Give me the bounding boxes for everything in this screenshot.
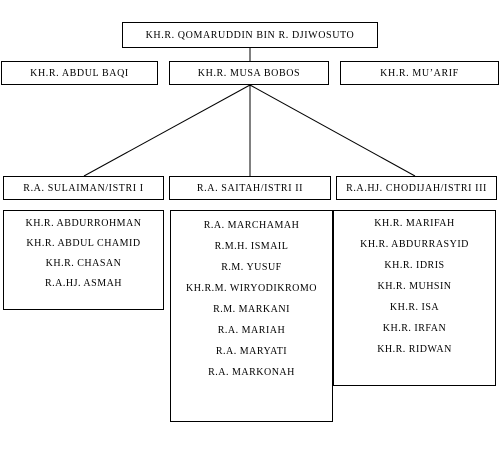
wife-3-children: KH.R. MARIFAH KH.R. ABDURRASYID KH.R. ID… bbox=[333, 210, 496, 386]
wife-label-1: R.A. SULAIMAN/ISTRI I bbox=[23, 182, 144, 194]
child-item: R.A. MARKONAH bbox=[208, 367, 295, 378]
connector-center-to-wife-1 bbox=[83, 84, 251, 177]
child-item: R.A. MARYATI bbox=[215, 346, 288, 357]
wife-2-children: R.A. MARCHAMAH R.M.H. ISMAIL R.M. YUSUF … bbox=[170, 210, 333, 422]
wife-label-3: R.A.HJ. CHODIJAH/ISTRI III bbox=[346, 182, 487, 194]
child-item: KH.R. ABDURRASYID bbox=[360, 239, 469, 250]
child-label-center: KH.R. MUSA BOBOS bbox=[197, 67, 301, 79]
child-item: KH.R. RIDWAN bbox=[377, 344, 452, 355]
child-item: KH.R. IDRIS bbox=[384, 260, 445, 271]
child-item: R.A.HJ. ASMAH bbox=[44, 278, 123, 289]
child-item: KH.R. ABDURROHMAN bbox=[25, 218, 142, 229]
child-item: R.M. MARKANI bbox=[213, 304, 290, 315]
child-item: KH.R. CHASAN bbox=[45, 258, 122, 269]
child-item: R.A. MARIAH bbox=[217, 325, 286, 336]
child-item: KH.R. IRFAN bbox=[382, 323, 447, 334]
child-item: R.M.H. ISMAIL bbox=[214, 241, 289, 252]
child-item: KH.R. MARIFAH bbox=[374, 218, 455, 229]
child-label-left: KH.R. ABDUL BAQI bbox=[30, 67, 129, 79]
child-item: KH.R. MUHSIN bbox=[377, 281, 452, 292]
wife-1-children: KH.R. ABDURROHMAN KH.R. ABDUL CHAMID KH.… bbox=[3, 210, 164, 310]
child-item: R.M. YUSUF bbox=[221, 262, 282, 273]
connector-center-to-wife-3 bbox=[249, 84, 416, 177]
wife-node-3: R.A.HJ. CHODIJAH/ISTRI III bbox=[336, 176, 497, 200]
child-node-center: KH.R. MUSA BOBOS bbox=[169, 61, 329, 85]
child-node-left: KH.R. ABDUL BAQI bbox=[1, 61, 158, 85]
child-label-right: KH.R. MU’ARIF bbox=[380, 67, 459, 79]
wife-node-2: R.A. SAITAH/ISTRI II bbox=[169, 176, 331, 200]
child-item: KH.R.M. WIRYODIKROMO bbox=[186, 283, 317, 294]
child-node-right: KH.R. MU’ARIF bbox=[340, 61, 499, 85]
root-label: KH.R. QOMARUDDIN BIN R. DJIWOSUTO bbox=[145, 29, 355, 41]
child-item: KH.R. ISA bbox=[389, 302, 440, 313]
wife-label-2: R.A. SAITAH/ISTRI II bbox=[196, 182, 304, 194]
child-item: KH.R. ABDUL CHAMID bbox=[26, 238, 141, 249]
child-item: R.A. MARCHAMAH bbox=[203, 220, 300, 231]
wife-node-1: R.A. SULAIMAN/ISTRI I bbox=[3, 176, 164, 200]
root-node: KH.R. QOMARUDDIN BIN R. DJIWOSUTO bbox=[122, 22, 378, 48]
